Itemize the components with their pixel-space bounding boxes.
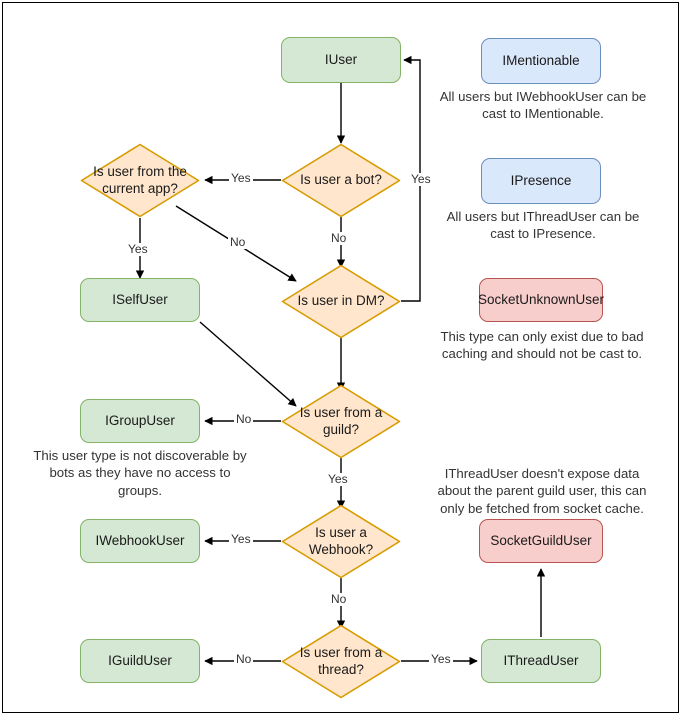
node-ithreaduser-label: IThreadUser bbox=[503, 652, 579, 668]
diamond-shape-is-dm bbox=[281, 264, 401, 339]
node-socketguilduser[interactable]: SocketGuildUser bbox=[479, 519, 603, 563]
node-imentionable[interactable]: IMentionable bbox=[481, 38, 601, 84]
decision-is-thread[interactable]: Is user from a thread? bbox=[281, 624, 401, 699]
decision-is-current-app[interactable]: Is user from the current app? bbox=[80, 143, 200, 218]
diamond-shape-is-guild bbox=[281, 384, 401, 459]
node-iselfuser-label: ISelfUser bbox=[112, 291, 168, 307]
note-igroupuser: This user type is not discoverable by bo… bbox=[33, 448, 247, 498]
node-iuser[interactable]: IUser bbox=[281, 37, 401, 83]
decision-is-webhook[interactable]: Is user a Webhook? bbox=[281, 504, 401, 579]
decision-is-dm[interactable]: Is user in DM? bbox=[281, 264, 401, 339]
decision-is-guild[interactable]: Is user from a guild? bbox=[281, 384, 401, 459]
note-socketguilduser: IThreadUser doesn't expose data about th… bbox=[437, 466, 647, 516]
node-iwebhookuser-label: IWebhookUser bbox=[95, 532, 185, 548]
node-igroupuser[interactable]: IGroupUser bbox=[80, 399, 200, 443]
decision-is-webhook-label: Is user a Webhook? bbox=[308, 524, 374, 557]
diamond-shape-is-webhook bbox=[281, 504, 401, 579]
node-socketunknownuser-label: SocketUnknownUser bbox=[477, 291, 605, 307]
decision-is-bot-label: Is user a bot? bbox=[300, 172, 382, 188]
node-iguilduser[interactable]: IGuildUser bbox=[80, 639, 200, 683]
node-ithreaduser[interactable]: IThreadUser bbox=[481, 639, 601, 683]
edge-label-webhook-yes: Yes bbox=[229, 532, 253, 547]
node-iselfuser[interactable]: ISelfUser bbox=[80, 278, 200, 322]
node-iguilduser-label: IGuildUser bbox=[108, 652, 172, 668]
edge-label-webhook-no: No bbox=[329, 592, 349, 607]
edge-label-thread-no: No bbox=[234, 652, 254, 667]
note-socketunknownuser: This type can only exist due to bad cach… bbox=[440, 329, 644, 362]
note-imentionable: All users but IWebhookUser can be cast t… bbox=[439, 89, 647, 122]
node-ipresence-label: IPresence bbox=[510, 172, 572, 188]
node-igroupuser-label: IGroupUser bbox=[105, 412, 175, 428]
edge-label-guild-yes: Yes bbox=[326, 472, 350, 487]
node-ipresence[interactable]: IPresence bbox=[481, 158, 601, 204]
edge-label-bot-no: No bbox=[329, 231, 349, 246]
edge-label-bot-yes: Yes bbox=[229, 171, 253, 186]
edge-label-current-app-yes: Yes bbox=[126, 242, 150, 257]
diamond-shape-is-thread bbox=[281, 624, 401, 699]
node-iuser-label: IUser bbox=[324, 51, 358, 67]
edge-label-dm-yes: Yes bbox=[409, 172, 433, 187]
node-socketguilduser-label: SocketGuildUser bbox=[490, 532, 592, 548]
edge-label-guild-no: No bbox=[234, 412, 254, 427]
edge-label-thread-yes: Yes bbox=[429, 652, 453, 667]
decision-is-guild-label: Is user from a guild? bbox=[299, 404, 383, 437]
decision-is-current-app-label: Is user from the current app? bbox=[93, 163, 187, 196]
decision-is-thread-label: Is user from a thread? bbox=[299, 644, 383, 677]
decision-is-dm-label: Is user in DM? bbox=[297, 293, 385, 309]
edge-label-current-app-no: No bbox=[228, 235, 248, 250]
decision-is-bot[interactable]: Is user a bot? bbox=[281, 143, 401, 218]
note-ipresence: All users but IThreadUser can be cast to… bbox=[446, 209, 640, 242]
diamond-shape-is-current-app bbox=[80, 143, 200, 218]
node-iwebhookuser[interactable]: IWebhookUser bbox=[80, 519, 200, 563]
node-imentionable-label: IMentionable bbox=[502, 52, 580, 68]
node-socketunknownuser[interactable]: SocketUnknownUser bbox=[477, 278, 605, 322]
diamond-shape-is-bot bbox=[281, 143, 401, 218]
